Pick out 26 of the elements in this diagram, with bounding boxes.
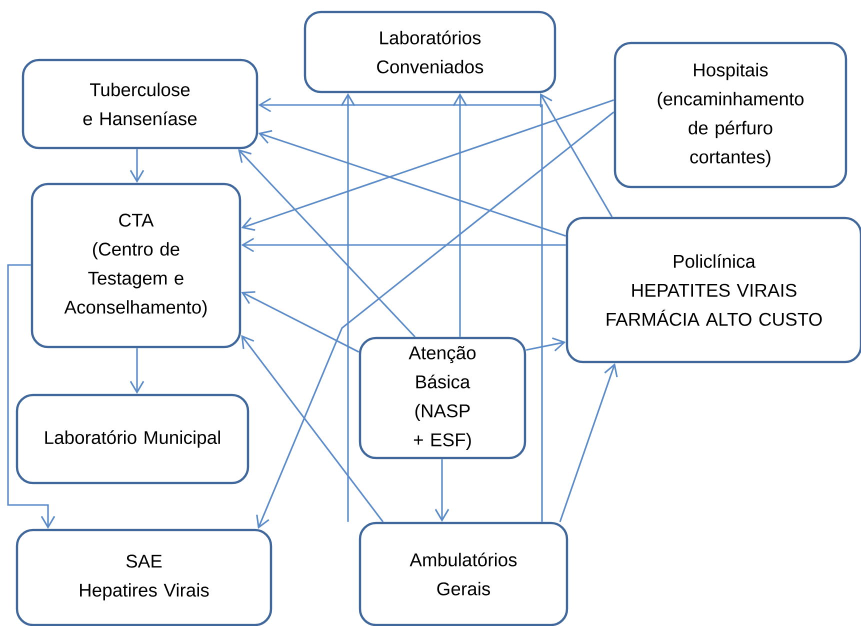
arrow [241,291,360,353]
arrow [130,348,144,394]
process-box: Hospitais (encaminhamento de pérfuro cortantes) [614,42,848,188]
arrow [526,337,566,352]
process-box: SAE Hepatires Virais [16,528,272,626]
arrow [241,99,614,231]
arrow [434,459,450,522]
arrow [340,93,356,522]
arrow [559,363,618,522]
process-box: Laboratório Municipal [16,394,250,484]
arrow [256,111,614,529]
arrow [258,98,543,522]
process-box: Ambulatórios Gerais [358,522,568,626]
process-box: Policlínica HEPATITES VIRAIS FARMÁCIA ALTO CUSTO [566,216,861,364]
arrow [241,335,384,522]
arrow [7,264,56,529]
arrow [540,93,613,218]
arrow [238,149,416,338]
arrow [452,93,468,337]
arrow [258,130,566,237]
process-box: Laboratórios Conveniados [304,10,556,94]
process-box: CTA (Centro de Testagem e Aconselhamento) [30,182,242,348]
arrow [241,238,566,252]
process-box: Atenção Básica (NASP + ESF) [358,336,526,460]
arrow [130,149,144,183]
process-box: Tuberculose e Hanseníase [22,58,258,150]
